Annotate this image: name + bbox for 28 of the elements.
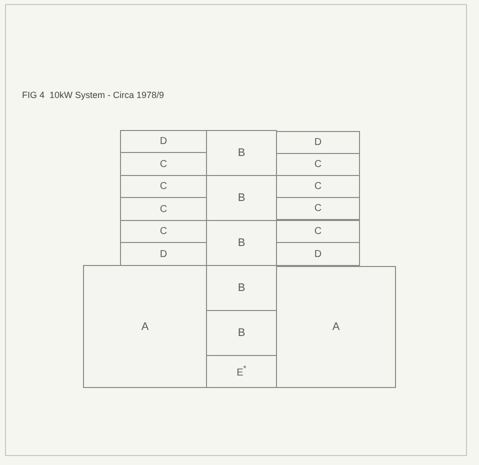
unit-label: C — [314, 159, 322, 170]
unit-label: A — [332, 321, 340, 333]
figure-title: FIG 4 10kW System - Circa 1978/9 — [22, 90, 164, 100]
unit-label: C — [160, 226, 168, 237]
unit-label: C — [314, 226, 322, 237]
unit-label: D — [160, 248, 168, 260]
unit-box — [276, 220, 360, 243]
unit-label: C — [160, 158, 168, 170]
unit-label: C — [314, 203, 322, 214]
unit-box — [120, 130, 207, 153]
unit-label: C — [160, 181, 168, 192]
unit-label: A — [141, 320, 149, 332]
unit-box — [83, 265, 207, 388]
unit-label: B — [238, 327, 246, 339]
unit-label: D — [160, 136, 168, 147]
unit-label: D — [314, 137, 322, 148]
unit-box — [276, 242, 360, 266]
unit-label: B — [238, 282, 246, 294]
unit-box — [276, 197, 360, 220]
unit-label: B — [238, 192, 246, 204]
unit-label: C — [314, 181, 322, 192]
unit-label: B — [238, 147, 246, 159]
unit-label: C — [160, 204, 168, 214]
unit-label: B — [238, 237, 246, 249]
unit-box — [276, 131, 360, 154]
unit-label: D — [314, 248, 322, 260]
unit-box — [276, 266, 396, 388]
unit-label: E$^{*}$ — [236, 364, 246, 379]
